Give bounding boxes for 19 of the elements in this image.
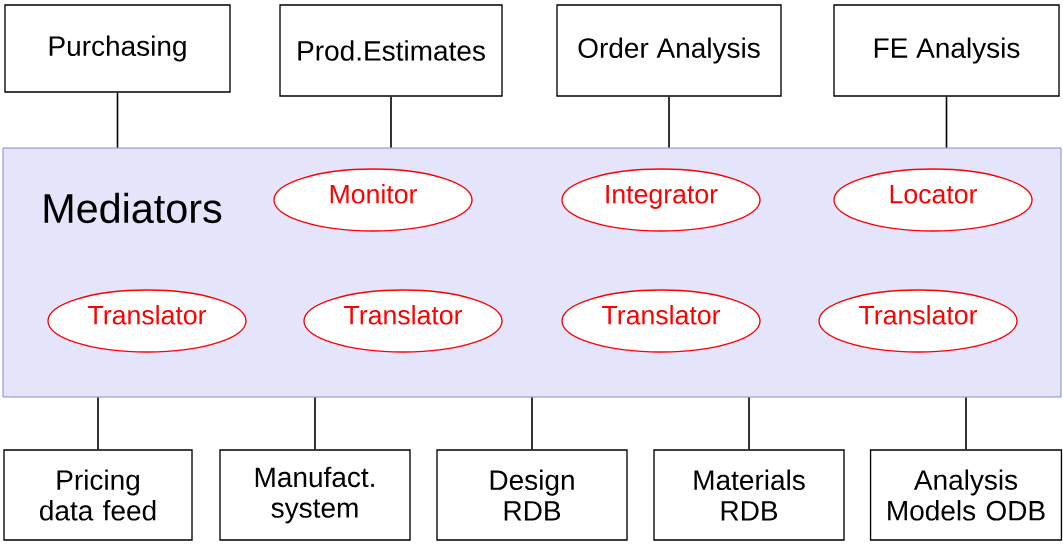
system-box: Prod.Estimates <box>279 4 503 97</box>
system-box: Materials RDB <box>653 449 845 541</box>
connector-line <box>748 396 750 451</box>
system-box: Pricing data feed <box>3 449 193 541</box>
system-box: Manufact. system <box>219 449 411 541</box>
system-box: FE Analysis <box>833 4 1060 97</box>
connector-line <box>390 95 392 149</box>
connector-line <box>97 396 99 451</box>
system-box: Analysis Models ODB <box>869 449 1063 541</box>
connector-line <box>668 95 670 149</box>
system-box: Design RDB <box>436 449 628 541</box>
band-title: Mediators <box>44 192 222 224</box>
connector-line <box>314 396 316 451</box>
connector-line <box>116 91 119 149</box>
connector-line <box>531 396 533 451</box>
connector-line <box>945 95 948 149</box>
system-box: Order Analysis <box>556 4 782 97</box>
connector-line <box>965 396 967 451</box>
system-box: Purchasing <box>4 4 231 93</box>
